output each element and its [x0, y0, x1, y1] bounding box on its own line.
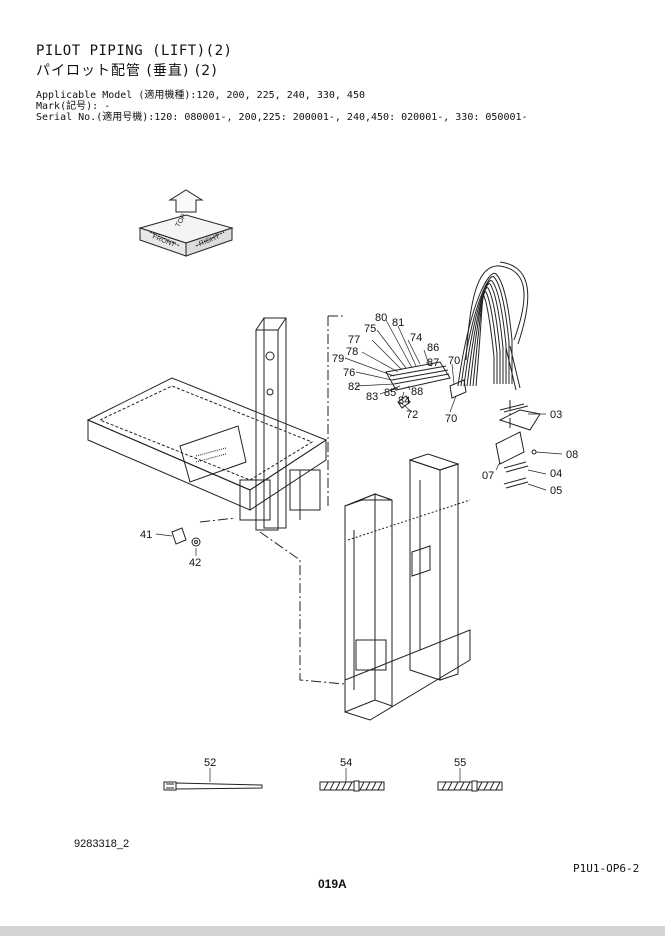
callout-08: 08 — [566, 449, 578, 461]
orientation-arrow-icon: TOP FRONT RIGHT — [138, 189, 234, 257]
callout-labels: 80 81 75 77 74 78 86 79 87 70 76 82 88 8… — [140, 312, 578, 769]
tube-part-54 — [319, 780, 385, 792]
viewer-bottom-bar — [0, 926, 665, 936]
callout-80: 80 — [375, 312, 387, 324]
callout-42: 42 — [189, 557, 201, 569]
callout-85: 85 — [384, 387, 396, 399]
tube-part-55 — [437, 780, 503, 792]
callout-03: 03 — [550, 409, 562, 421]
serial-number-line: Serial No.(適用号機):120: 080001-, 200,225: … — [36, 112, 528, 123]
hose-bundle — [457, 261, 529, 391]
right-mast-assembly — [344, 453, 471, 721]
callout-87: 87 — [427, 357, 439, 369]
clamp-bolt-parts — [171, 527, 201, 547]
left-mast-assembly — [86, 317, 328, 531]
callout-55: 55 — [454, 757, 466, 769]
title-japanese: パイロット配管 (垂直) (2) — [36, 63, 218, 79]
document-number: 9283318_2 — [74, 838, 130, 850]
callout-79: 79 — [332, 353, 344, 365]
page-number: 019A — [318, 877, 347, 891]
callout-86: 86 — [427, 342, 439, 354]
callout-72: 72 — [406, 409, 418, 421]
callout-78: 78 — [346, 346, 358, 358]
callout-70-bottom: 70 — [445, 413, 457, 425]
callout-41: 41 — [140, 529, 152, 541]
callout-75: 75 — [364, 323, 376, 335]
callout-70-top: 70 — [448, 355, 460, 367]
cable-tie-part — [163, 781, 263, 791]
callout-83: 83 — [366, 391, 378, 403]
callout-04: 04 — [550, 468, 562, 480]
callout-81: 81 — [392, 317, 404, 329]
applicable-model-line: Applicable Model (適用機種):120, 200, 225, 2… — [36, 90, 365, 101]
title-english: PILOT PIPING (LIFT)(2) — [36, 43, 233, 59]
callout-76: 76 — [343, 367, 355, 379]
callout-84: 84 — [398, 395, 410, 407]
callout-05: 05 — [550, 485, 562, 497]
fitting-parts-set — [495, 403, 541, 489]
callout-52: 52 — [204, 757, 216, 769]
callout-82: 82 — [348, 381, 360, 393]
callout-07: 07 — [482, 470, 494, 482]
callout-77: 77 — [348, 334, 360, 346]
callout-74: 74 — [410, 332, 422, 344]
mark-line: Mark(記号): - — [36, 101, 111, 112]
page-code: P1U1-OP6-2 — [573, 862, 640, 875]
callout-54: 54 — [340, 757, 352, 769]
leader-lines — [155, 319, 563, 782]
callout-88: 88 — [411, 386, 423, 398]
